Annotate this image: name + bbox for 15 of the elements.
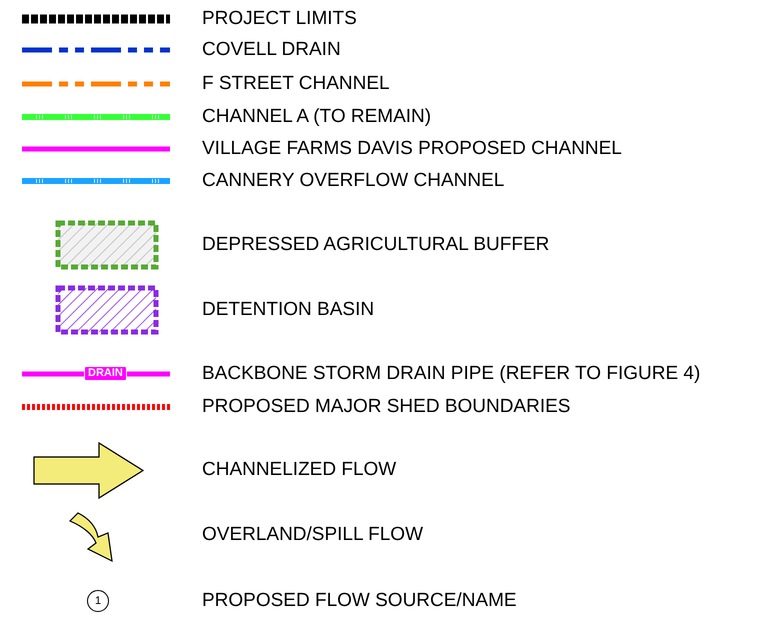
legend-label: CHANNELIZED FLOW	[202, 459, 396, 481]
legend-label: VILLAGE FARMS DAVIS PROPOSED CHANNEL	[202, 138, 622, 160]
legend-label: COVELL DRAIN	[202, 39, 341, 61]
legend-label: PROPOSED MAJOR SHED BOUNDARIES	[202, 396, 570, 418]
legend-label: BACKBONE STORM DRAIN PIPE (REFER TO FIGURE 4)	[202, 363, 700, 385]
pipe-tag: DRAIN	[84, 366, 127, 381]
legend-label: F STREET CHANNEL	[202, 73, 390, 95]
legend-label: DEPRESSED AGRICULTURAL BUFFER	[202, 234, 550, 256]
legend-label: OVERLAND/SPILL FLOW	[202, 524, 424, 546]
legend-label: PROPOSED FLOW SOURCE/NAME	[202, 590, 517, 612]
callout-number: 1	[87, 590, 109, 612]
legend-label: CHANNEL A (TO REMAIN)	[202, 106, 432, 128]
legend-label: CANNERY OVERFLOW CHANNEL	[202, 170, 504, 192]
legend-label: PROJECT LIMITS	[202, 8, 357, 30]
legend-label: DETENTION BASIN	[202, 299, 374, 321]
